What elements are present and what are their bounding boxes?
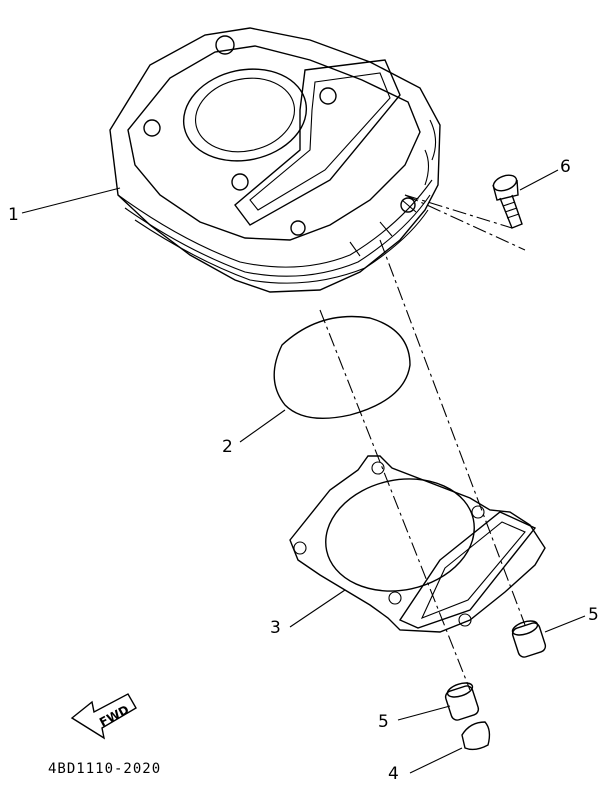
dowel-pin-left xyxy=(444,682,480,721)
forward-arrow-icon: FWD xyxy=(70,693,137,740)
callout-plug: 4 xyxy=(388,764,399,784)
callout-dowel-right: 5 xyxy=(588,605,599,625)
callout-o-ring: 2 xyxy=(222,437,233,457)
callout-base-gasket: 3 xyxy=(270,618,281,638)
base-gasket-part xyxy=(289,455,546,633)
callout-bolt: 6 xyxy=(560,157,571,177)
callout-dowel-left: 5 xyxy=(378,712,389,732)
leader-lines xyxy=(21,169,586,774)
forward-arrow-label: FWD xyxy=(97,702,131,729)
plug-part xyxy=(461,721,491,751)
o-ring-part xyxy=(273,315,411,420)
part-number: 4BD1110-2020 xyxy=(48,761,161,777)
bolt-part xyxy=(492,174,523,229)
assembly-lines xyxy=(319,194,526,691)
cylinder-part xyxy=(109,27,441,293)
dowel-pin-right xyxy=(511,620,547,658)
callout-cylinder: 1 xyxy=(8,205,19,225)
